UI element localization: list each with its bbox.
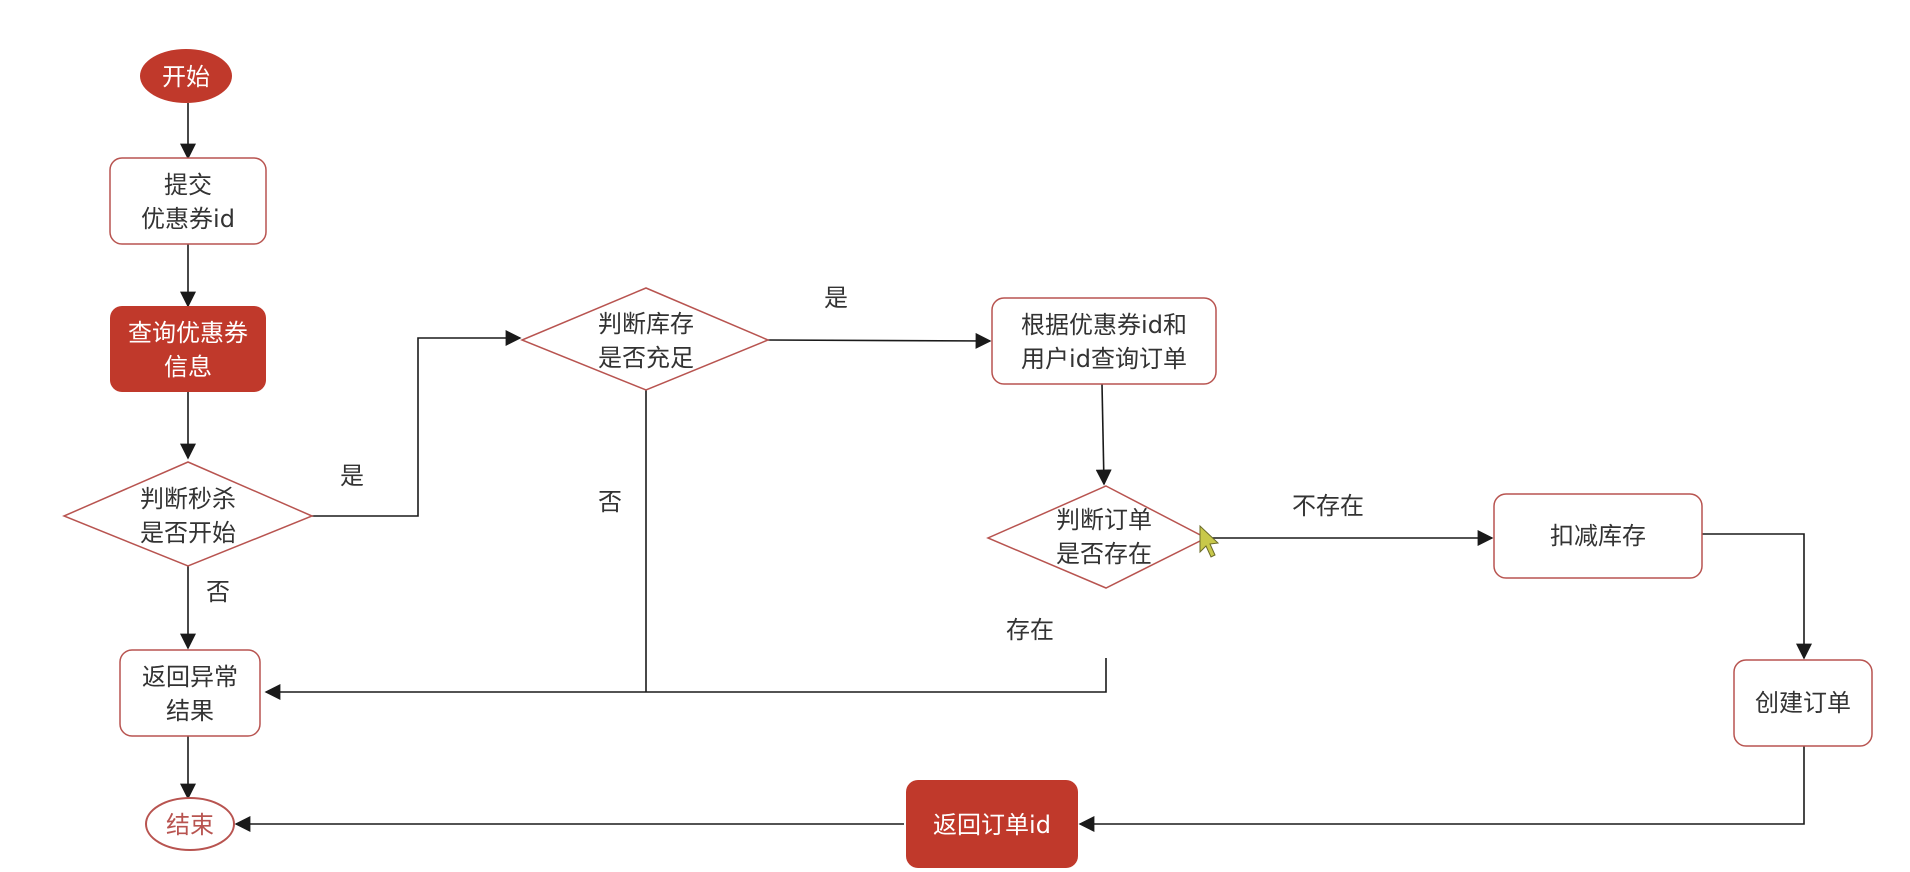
edge-judge-stock-yes	[767, 332, 992, 349]
shape-submit	[109, 157, 267, 245]
node-submit-line1: 提交	[164, 171, 212, 199]
node-submit: 提交 优惠券id	[109, 157, 267, 245]
label-stock-yes: 是	[824, 284, 848, 312]
node-judge-stock-line2: 是否充足	[598, 344, 694, 372]
node-end: 结束	[145, 797, 235, 851]
shape-query-coupon	[110, 306, 266, 392]
shape-query-order	[991, 297, 1217, 385]
node-query-order-line2: 用户id查询订单	[1021, 345, 1187, 373]
shape-judge-order	[986, 485, 1208, 589]
label-stock-no: 否	[598, 488, 622, 516]
node-query-order: 根据优惠券id和 用户id查询订单	[991, 297, 1217, 385]
node-return-error-line1: 返回异常	[142, 663, 238, 691]
shape-return-error	[119, 649, 261, 737]
edge-judge-seckill-yes	[312, 330, 522, 517]
shape-judge-seckill	[62, 461, 314, 567]
node-end-text: 结束	[166, 811, 214, 839]
shape-start	[140, 49, 232, 103]
node-submit-line2: 优惠券id	[141, 205, 235, 233]
edges	[180, 103, 1812, 832]
node-create-order: 创建订单	[1733, 659, 1873, 747]
edge-to-return-error	[264, 658, 1107, 700]
node-query-coupon: 查询优惠券 信息	[110, 306, 266, 392]
node-judge-order-line2: 是否存在	[1056, 540, 1152, 568]
label-seckill-no: 否	[206, 578, 230, 606]
shape-return-order	[906, 780, 1078, 868]
node-start-text: 开始	[162, 63, 210, 91]
node-return-order: 返回订单id	[906, 780, 1078, 868]
shape-deduct-stock	[1493, 493, 1703, 579]
node-create-order-text: 创建订单	[1755, 689, 1851, 717]
node-judge-seckill-line2: 是否开始	[140, 519, 236, 547]
edge-query-order-to-judge-order	[1095, 383, 1112, 486]
node-return-error-line2: 结果	[166, 697, 214, 725]
node-judge-stock-line1: 判断库存	[598, 310, 694, 338]
node-start: 开始	[140, 49, 232, 103]
node-return-order-text: 返回订单id	[933, 811, 1051, 839]
label-seckill-yes: 是	[340, 462, 364, 490]
node-return-error: 返回异常 结果	[119, 649, 261, 737]
node-judge-seckill-line1: 判断秒杀	[140, 485, 236, 513]
node-judge-order: 判断订单 是否存在	[986, 485, 1208, 589]
edge-deduct-to-create	[1700, 533, 1812, 660]
label-order-exist: 存在	[1006, 616, 1054, 644]
mouse-pointer-icon	[1199, 524, 1220, 558]
shape-end	[145, 797, 235, 851]
shape-create-order	[1733, 659, 1873, 747]
edge-create-to-return-order	[1078, 746, 1805, 832]
node-query-coupon-line2: 信息	[164, 353, 212, 381]
node-query-order-line1: 根据优惠券id和	[1021, 311, 1187, 339]
node-deduct-stock-text: 扣减库存	[1550, 522, 1646, 550]
node-judge-seckill: 判断秒杀 是否开始	[62, 461, 314, 567]
label-order-not-exist: 不存在	[1292, 492, 1364, 520]
node-judge-stock: 判断库存 是否充足	[520, 287, 770, 391]
node-query-coupon-line1: 查询优惠券	[128, 319, 248, 347]
node-judge-order-line1: 判断订单	[1056, 506, 1152, 534]
node-deduct-stock: 扣减库存	[1493, 493, 1703, 579]
